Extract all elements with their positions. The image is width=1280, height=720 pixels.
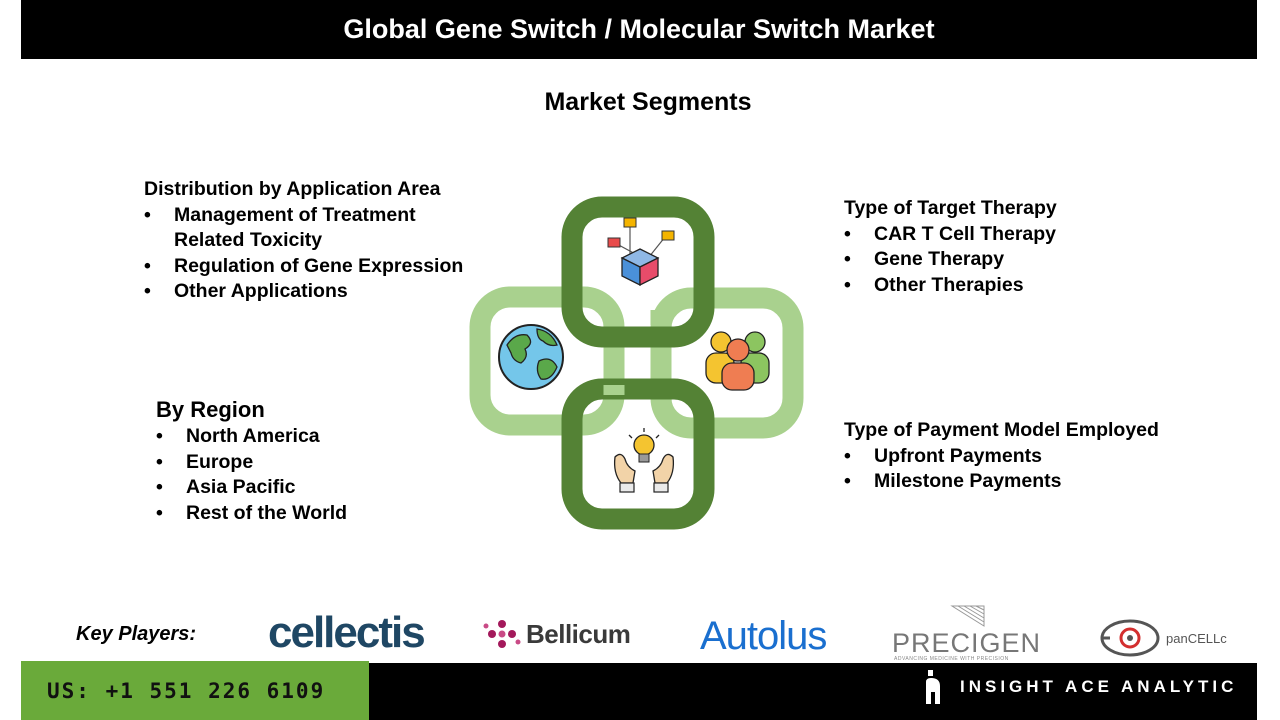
list-item: Rest of the World [156,501,456,527]
frame-bottom [561,378,715,530]
list-item: Upfront Payments [844,444,1244,470]
brand-name: INSIGHT ACE ANALYTIC [960,677,1238,696]
section-subtitle: Market Segments [544,88,752,116]
key-players-label: Key Players: [76,623,197,645]
brand-logo-icon [926,670,940,704]
footer-bar [369,663,1257,720]
pancell-logo-text: panCELLc [1166,630,1227,646]
list-item: Other Applications [144,279,484,305]
precigen-logo: PRECIGEN ADVANCING MEDICINE WITH PRECISI… [892,604,1040,664]
list-item: Milestone Payments [844,469,1244,495]
list-item: Management of Treatment Related Toxicity [144,203,484,254]
globe-icon [498,324,564,390]
list-item: Gene Therapy [844,247,1204,273]
contact-phone: US: +1 551 226 6109 [47,678,326,703]
hands-lightbulb-icon [613,428,675,493]
precigen-tagline: ADVANCING MEDICINE WITH PRECISION [894,656,1009,662]
segment-payment-model: Type of Payment Model Employed Upfront P… [844,418,1244,495]
precigen-logo-text: PRECIGEN [892,628,1042,658]
list-item: Europe [156,450,456,476]
autolus-logo: Autolus [700,614,827,658]
pancell-logo: panCELLc [1100,618,1227,658]
precigen-mark-icon [950,605,985,627]
brand: INSIGHT ACE ANALYTIC [924,670,1237,704]
list-item: Other Therapies [844,273,1204,299]
segment-target-therapy: Type of Target Therapy CAR T Cell Therap… [844,196,1204,298]
bellicum-mark-icon [483,620,521,648]
title-bar: Global Gene Switch / Molecular Switch Ma… [21,0,1257,59]
segments-graphic [469,196,804,530]
list-item: CAR T Cell Therapy [844,222,1204,248]
page-title: Global Gene Switch / Molecular Switch Ma… [343,14,935,44]
frame-right [650,287,804,439]
segment-title: Distribution by Application Area [144,178,441,200]
list-item: Regulation of Gene Expression [144,254,484,280]
list-item: North America [156,424,456,450]
segment-region: By Region North America Europe Asia Paci… [156,396,456,526]
list-item: Asia Pacific [156,475,456,501]
bellicum-logo: Bellicum [482,614,631,654]
pancell-mark-icon [1100,619,1160,657]
people-group-icon [705,331,770,391]
frame-top [561,196,715,348]
segment-title: Type of Target Therapy [844,197,1057,219]
segment-title: By Region [156,397,265,422]
bellicum-logo-text: Bellicum [526,618,631,649]
frame-left [469,286,625,436]
cellectis-logo: cellectis [268,608,426,657]
segment-application: Distribution by Application Area Managem… [144,177,484,305]
molecule-cube-icon [607,217,675,287]
contact-phone-bar: US: +1 551 226 6109 [21,661,369,720]
segment-title: Type of Payment Model Employed [844,419,1159,441]
